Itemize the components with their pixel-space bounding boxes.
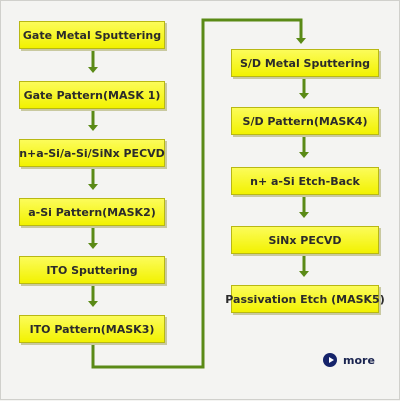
play-circle-icon bbox=[323, 353, 337, 367]
step-passivation-etch: Passivation Etch (MASK5) bbox=[225, 285, 385, 313]
arrowhead bbox=[88, 67, 98, 73]
step-n-plus-etch-back: n+ a-Si Etch-Back bbox=[231, 167, 379, 195]
arrowhead bbox=[299, 152, 309, 158]
arrowhead bbox=[88, 184, 98, 190]
arrowhead bbox=[299, 212, 309, 218]
step-ito-pattern: ITO Pattern(MASK3) bbox=[19, 315, 165, 343]
step-gate-pattern: Gate Pattern(MASK 1) bbox=[19, 81, 165, 109]
more-label: more bbox=[343, 353, 375, 367]
step-sinx-pecvd: SiNx PECVD bbox=[231, 226, 379, 254]
arrowhead bbox=[88, 301, 98, 307]
step-sd-pattern: S/D Pattern(MASK4) bbox=[231, 107, 379, 135]
arrowhead bbox=[296, 38, 306, 44]
more-link[interactable]: more bbox=[323, 353, 375, 367]
arrowhead bbox=[299, 93, 309, 99]
arrowhead bbox=[88, 243, 98, 249]
step-gate-metal-sputtering: Gate Metal Sputtering bbox=[19, 21, 165, 49]
step-ito-sputtering: ITO Sputtering bbox=[19, 256, 165, 284]
step-pecvd-deposition: n+a-Si/a-Si/SiNx PECVD bbox=[19, 139, 165, 167]
step-sd-metal-sputtering: S/D Metal Sputtering bbox=[231, 49, 379, 77]
arrowhead bbox=[88, 125, 98, 131]
arrowhead bbox=[299, 271, 309, 277]
connector-6-7 bbox=[91, 18, 303, 369]
step-a-si-pattern: a-Si Pattern(MASK2) bbox=[19, 198, 165, 226]
